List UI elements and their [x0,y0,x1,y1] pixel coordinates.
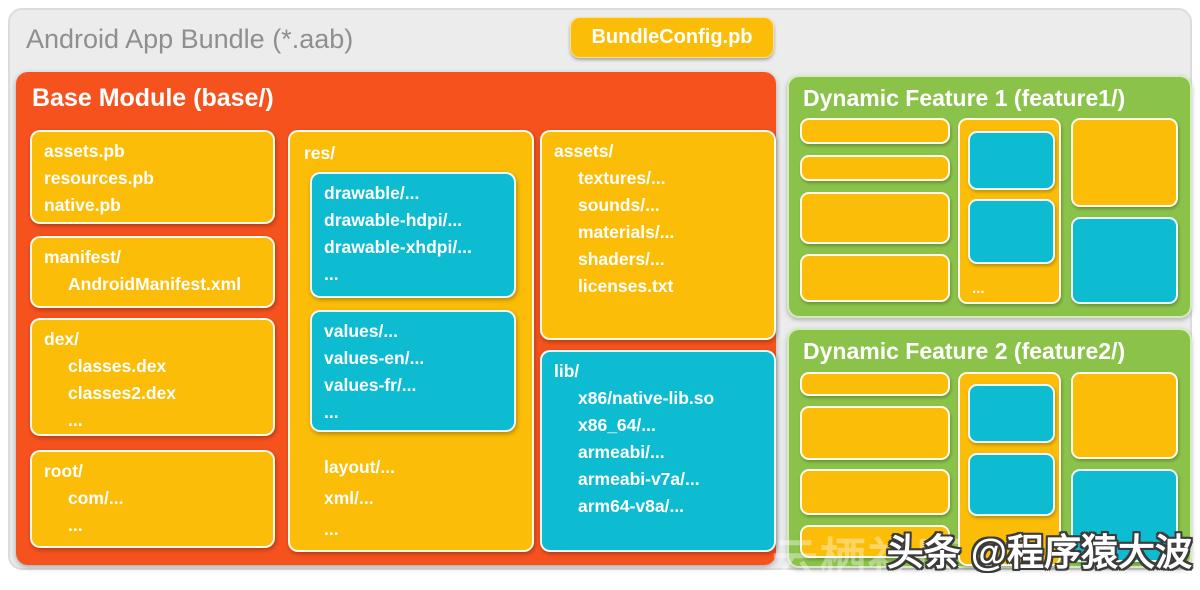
placeholder-box [800,155,950,181]
text-line: ... [68,515,83,535]
text-line: root/ [44,461,83,481]
text-line: lib/ [554,361,580,381]
page-title: Android App Bundle (*.aab) [26,24,354,54]
res-tail-lines: layout/... xml/...... [324,452,395,545]
placeholder-box [968,384,1055,443]
text-line: armeabi/... [578,442,665,462]
dynamic-feature-2-title: Dynamic Feature 2 (feature2/) [803,338,1126,364]
placeholder-group-box: ... [958,372,1061,566]
placeholder-box [1071,469,1178,562]
manifest-box: manifest/AndroidManifest.xml [30,236,275,308]
text-line: assets/ [554,141,614,161]
text-line: shaders/... [578,249,665,269]
placeholder-box [800,406,950,460]
placeholder-group-box: ... [958,118,1061,304]
text-line: ... [324,264,339,284]
text-line: native.pb [44,195,121,215]
text-line: classes.dex [68,356,167,376]
text-line: ... [324,402,339,422]
text-line: xml/... [324,488,374,508]
text-line: textures/... [578,168,666,188]
placeholder-box [1071,118,1178,207]
text-line: x86_64/... [578,415,656,435]
res-box: res/ drawable/...drawable-hdpi/...drawab… [288,130,534,552]
watermark-badge: 头条 @程序猿大波 [886,532,1192,573]
dynamic-feature-1: Dynamic Feature 1 (feature1/) ... [787,75,1192,318]
drawable-box: drawable/... drawable-hdpi/... drawable-xh… [310,172,516,298]
root-box: root/com/...... [30,450,275,548]
text-line: arm64-v8a/... [578,496,685,516]
text-line: licenses.txt [578,276,674,296]
text-line: classes2.dex [68,383,177,403]
placeholder-box [800,525,950,558]
bundle-config-chip: BundleConfig.pb [570,17,774,58]
res-label: res/ [304,143,336,163]
text-line: sounds/... [578,195,660,215]
dynamic-feature-2: Dynamic Feature 2 (feature2/) ... [787,328,1192,568]
base-module-title: Base Module (base/) [32,84,274,112]
placeholder-box [968,453,1055,516]
text-line: layout/... [324,457,395,477]
text-line: com/... [68,488,124,508]
text-line: drawable-xhdpi/... [324,237,472,257]
base-module: Base Module (base/) assets.pb resources.p… [16,72,776,565]
text-line: armeabi-v7a/... [578,469,700,489]
placeholder-box [968,199,1055,264]
text-line: drawable-hdpi/... [324,210,463,230]
dex-box: dex/classes.dex classes2.dex... [30,318,275,436]
placeholder-box [800,192,950,244]
text-line: drawable/... [324,183,420,203]
placeholder-box [800,254,950,302]
text-line: values-en/... [324,348,425,368]
text-line: ... [324,519,339,539]
placeholder-box [1071,217,1178,304]
text-line: ... [68,410,83,430]
text-line: assets.pb [44,141,125,161]
watermark-faint: 云栖社区 [772,534,964,586]
values-box: values/... values-en/... values-fr/...... [310,310,516,432]
placeholder-box [800,118,950,144]
text-line: x86/native-lib.so [578,388,715,408]
placeholder-box [800,469,950,515]
text-line: values-fr/... [324,375,417,395]
ellipsis-label: ... [972,542,985,559]
text-line: AndroidManifest.xml [68,274,242,294]
placeholder-box [1071,372,1178,459]
metadata-files-box: assets.pb resources.pb native.pb [30,130,275,224]
assets-box: assets/textures/... sounds/... materials/.… [540,130,776,340]
text-line: manifest/ [44,247,121,267]
placeholder-box [968,131,1055,190]
dynamic-feature-1-title: Dynamic Feature 1 (feature1/) [803,85,1126,111]
text-line: dex/ [44,329,80,349]
lib-box: lib/x86/native-lib.so x86_64/... armeabi/.… [540,350,776,552]
text-line: resources.pb [44,168,154,188]
ellipsis-label: ... [972,280,985,297]
text-line: materials/... [578,222,675,242]
text-line: values/... [324,321,398,341]
placeholder-box [800,372,950,396]
